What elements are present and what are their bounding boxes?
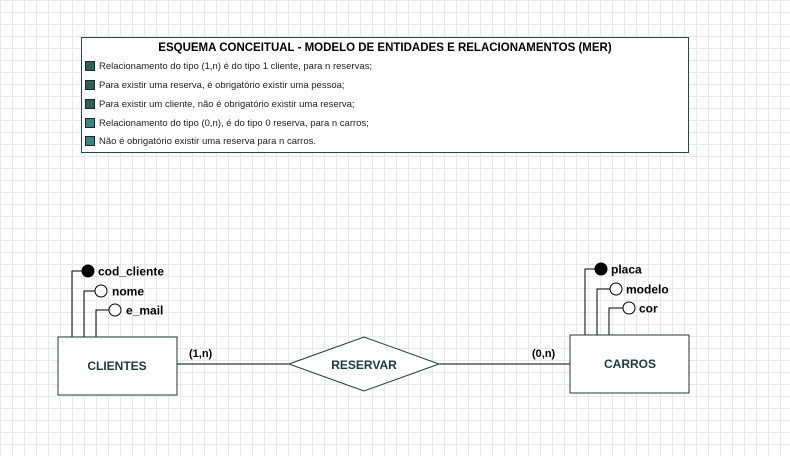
attr-nome: nome bbox=[112, 285, 144, 299]
entity-clientes[interactable] bbox=[57, 336, 178, 396]
attribute-icon bbox=[94, 284, 108, 298]
relationship-reservar-label: RESERVAR bbox=[331, 358, 397, 372]
entity-carros[interactable] bbox=[569, 334, 690, 394]
legend-item: Relacionamento do tipo (1,n) é do tipo 1… bbox=[85, 60, 372, 72]
legend-box: ESQUEMA CONCEITUAL - MODELO DE ENTIDADES… bbox=[81, 37, 689, 153]
attr-modelo: modelo bbox=[626, 283, 669, 297]
attr-e-mail: e_mail bbox=[126, 304, 163, 318]
legend-item: Não é obrigatório existir uma reserva pa… bbox=[85, 135, 316, 147]
legend-item-text: Não é obrigatório existir uma reserva pa… bbox=[99, 135, 317, 147]
e-mail-connector bbox=[95, 309, 109, 337]
attr-cod-cliente: cod_cliente bbox=[98, 265, 164, 279]
legend-swatch bbox=[85, 118, 95, 128]
modelo-connector bbox=[596, 288, 610, 335]
attribute-icon bbox=[622, 301, 636, 315]
legend-swatch bbox=[85, 99, 95, 109]
cardinality-left: (1,n) bbox=[189, 348, 213, 360]
legend-swatch bbox=[85, 61, 95, 71]
placa-connector bbox=[584, 268, 595, 335]
legend-item: Relacionamento do tipo (0,n), é do tipo … bbox=[85, 117, 369, 129]
legend-item-text: Para existir um cliente, não é obrigatór… bbox=[99, 98, 355, 110]
legend-item: Para existir uma reserva, é obrigatório … bbox=[85, 79, 345, 91]
legend-swatch bbox=[85, 80, 95, 90]
legend-item-text: Relacionamento do tipo (1,n) é do tipo 1… bbox=[99, 60, 373, 72]
attr-placa: placa bbox=[611, 263, 642, 277]
legend-title: ESQUEMA CONCEITUAL - MODELO DE ENTIDADES… bbox=[158, 42, 612, 54]
legend-item: Para existir um cliente, não é obrigatór… bbox=[85, 98, 355, 110]
cor-connector bbox=[608, 307, 623, 335]
legend-item-text: Para existir uma reserva, é obrigatório … bbox=[99, 79, 345, 91]
legend-item-text: Relacionamento do tipo (0,n), é do tipo … bbox=[99, 117, 369, 129]
entity-carros-label: CARROS bbox=[604, 357, 656, 371]
cod-cliente-connector bbox=[71, 270, 82, 337]
cardinality-right: (0,n) bbox=[532, 348, 556, 360]
entity-clientes-label: CLIENTES bbox=[87, 359, 146, 373]
attribute-icon bbox=[609, 282, 623, 296]
attr-cor: cor bbox=[639, 302, 658, 316]
attribute-icon bbox=[108, 303, 122, 317]
key-attribute-icon bbox=[81, 264, 95, 278]
legend-swatch bbox=[85, 136, 95, 146]
nome-connector bbox=[83, 290, 95, 337]
key-attribute-icon bbox=[594, 262, 608, 276]
relationship-reservar[interactable] bbox=[287, 336, 441, 392]
